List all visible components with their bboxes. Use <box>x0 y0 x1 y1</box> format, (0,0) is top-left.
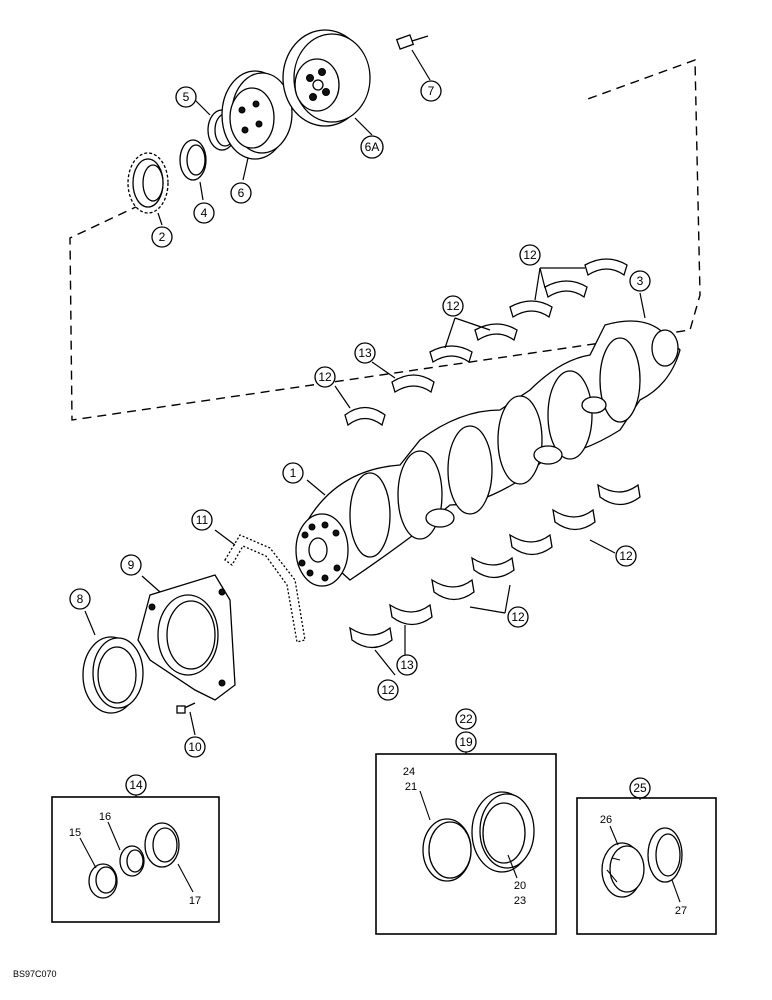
callout-12-lower-left: 12 <box>377 679 399 701</box>
svg-text:14: 14 <box>129 778 143 792</box>
crankshaft <box>295 320 681 587</box>
label-24: 24 <box>403 766 415 778</box>
callout-12-upper-right: 12 <box>519 244 541 266</box>
svg-text:6A: 6A <box>365 140 380 154</box>
crank-pulley <box>221 70 293 160</box>
callout-12-upper-left: 12 <box>314 366 336 388</box>
kit-25-box: 26 27 <box>576 797 717 935</box>
label-16: 16 <box>99 811 111 823</box>
callout-5: 5 <box>175 86 197 108</box>
svg-text:13: 13 <box>358 346 372 360</box>
crank-gear <box>127 152 169 214</box>
rear-oil-seal <box>82 636 144 714</box>
label-21: 21 <box>405 781 417 793</box>
callout-13-lower: 13 <box>396 654 418 676</box>
svg-text:7: 7 <box>428 84 435 98</box>
svg-text:12: 12 <box>511 610 525 624</box>
label-23: 23 <box>514 895 526 907</box>
callout-6: 6 <box>230 182 252 204</box>
kit-14-seal-large <box>144 822 180 868</box>
callout-2: 2 <box>151 226 173 248</box>
callout-12-lower-right: 12 <box>615 545 637 567</box>
callout-22: 22 <box>455 708 477 730</box>
callout-13-upper: 13 <box>354 342 376 364</box>
svg-text:22: 22 <box>459 712 473 726</box>
lower-bearing-shells <box>349 483 641 649</box>
svg-text:4: 4 <box>201 206 208 220</box>
svg-text:2: 2 <box>159 230 166 244</box>
kit-14-seal-mid <box>119 845 145 877</box>
kit-25-sleeve <box>601 842 645 898</box>
svg-text:8: 8 <box>77 592 84 606</box>
kit-19-sleeve-thin <box>422 818 472 882</box>
svg-text:12: 12 <box>381 683 395 697</box>
svg-text:5: 5 <box>183 90 190 104</box>
callout-12-upper-mid: 12 <box>442 295 464 317</box>
kit-14-seal-small <box>88 863 118 899</box>
callout-12-lower-mid: 12 <box>507 606 529 628</box>
label-17: 17 <box>189 895 201 907</box>
svg-text:25: 25 <box>633 781 647 795</box>
svg-text:11: 11 <box>196 513 209 527</box>
rear-seal-housing <box>137 574 236 701</box>
svg-text:19: 19 <box>459 735 473 749</box>
kit-25-seal <box>647 827 683 883</box>
kit-19-box: 24 21 20 23 <box>375 752 557 935</box>
label-15: 15 <box>69 827 81 839</box>
svg-text:12: 12 <box>446 299 460 313</box>
svg-text:12: 12 <box>318 370 332 384</box>
svg-text:9: 9 <box>128 558 135 572</box>
callout-19: 19 <box>455 731 477 753</box>
svg-text:6: 6 <box>238 186 245 200</box>
svg-text:1: 1 <box>290 466 297 480</box>
callout-14: 14 <box>125 774 147 796</box>
callout-3: 3 <box>629 270 651 292</box>
label-26: 26 <box>600 814 612 826</box>
svg-text:3: 3 <box>637 274 644 288</box>
svg-text:10: 10 <box>188 740 202 754</box>
callout-6a: 6A <box>360 135 384 159</box>
callout-11: 11 <box>191 509 213 531</box>
vibration-damper <box>282 29 371 127</box>
callout-1: 1 <box>282 462 304 484</box>
upper-bearing-shells <box>344 258 628 427</box>
leader-lines <box>84 49 646 736</box>
callout-4: 4 <box>193 202 215 224</box>
svg-text:12: 12 <box>619 549 633 563</box>
callout-9: 9 <box>120 554 142 576</box>
callout-8: 8 <box>69 588 91 610</box>
kit-14-box: 15 16 17 <box>51 795 220 923</box>
dashed-assembly-boundary <box>69 59 701 421</box>
front-seal-ring <box>179 139 207 181</box>
label-27: 27 <box>675 905 687 917</box>
callout-25: 25 <box>629 777 651 799</box>
pulley-bolt <box>395 34 429 50</box>
callout-7: 7 <box>420 80 442 102</box>
svg-text:13: 13 <box>400 658 414 672</box>
kit-19-seal <box>471 791 535 873</box>
label-20: 20 <box>514 880 526 892</box>
callout-10: 10 <box>184 736 206 758</box>
rear-housing-gasket <box>224 534 306 643</box>
housing-bolt <box>176 702 196 714</box>
svg-text:12: 12 <box>523 248 537 262</box>
figure-code: BS97C070 <box>13 969 57 979</box>
